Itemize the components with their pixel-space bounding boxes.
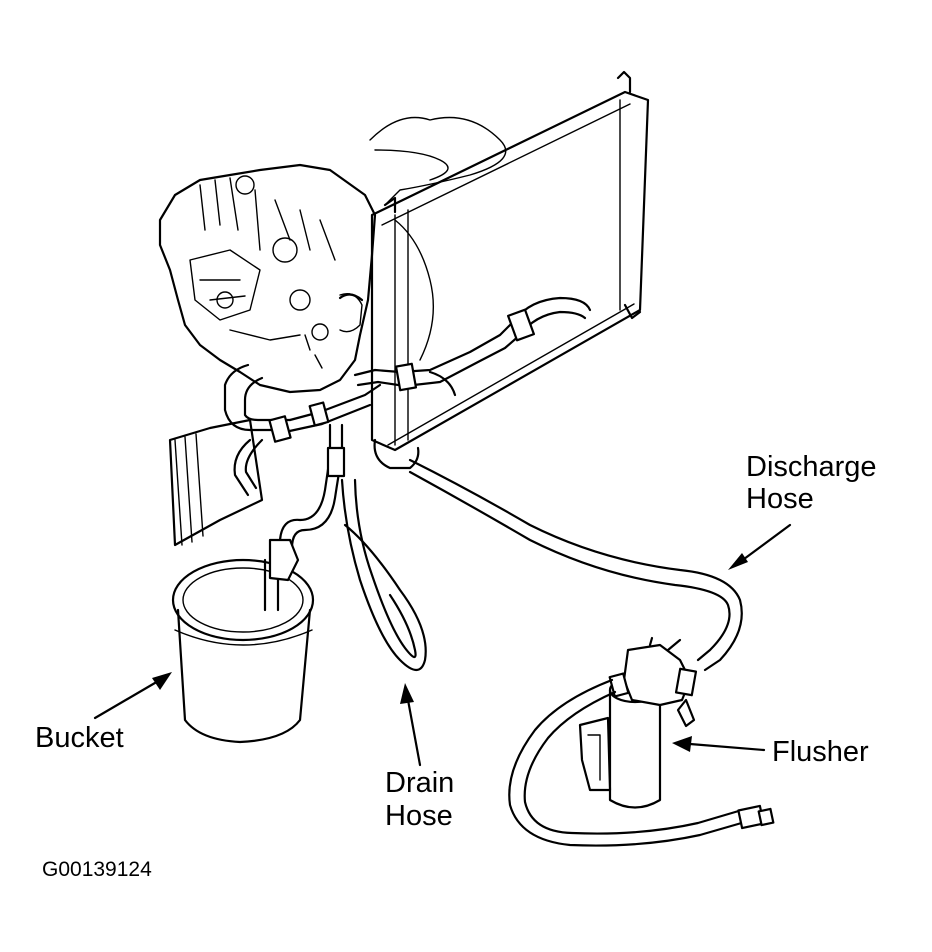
engine-outline (369, 116, 507, 361)
cooler-lines (223, 293, 592, 497)
supply-hose (508, 678, 775, 847)
bucket (171, 538, 315, 744)
flusher-arrowhead (672, 736, 692, 752)
transmission (158, 163, 377, 394)
drain-hose-label-line2: Hose (385, 800, 453, 832)
discharge-hose-label-line2: Hose (746, 483, 814, 515)
bucket-arrowhead (152, 672, 172, 690)
drain-arrowhead (400, 683, 414, 704)
drain-hose (278, 423, 427, 672)
flusher-label: Flusher (772, 736, 869, 768)
air-duct (168, 418, 264, 547)
discharge-hose-label-line1: Discharge (746, 451, 877, 483)
leader-arrows (93, 523, 792, 767)
bucket-label: Bucket (35, 722, 124, 754)
radiator (370, 70, 650, 470)
figure-code: G00139124 (42, 858, 152, 881)
discharge-arrowhead (728, 553, 748, 570)
drain-hose-label-line1: Drain (385, 767, 455, 799)
flusher (578, 636, 698, 809)
discharge-hose (408, 458, 743, 672)
